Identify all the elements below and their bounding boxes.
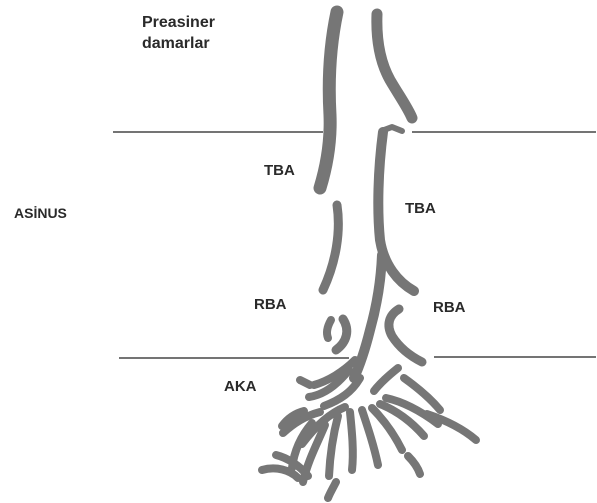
rba-right-vessel	[389, 309, 422, 362]
aka-branch	[374, 368, 398, 391]
rba-left-vessel	[336, 319, 347, 350]
aka-branch	[362, 410, 378, 465]
tba-left-label: TBA	[264, 162, 295, 180]
aka-label: AKA	[224, 378, 257, 396]
rba-right-label: RBA	[433, 299, 466, 317]
preacinar-label-line1: Preasiner	[142, 12, 215, 33]
aka-branch	[329, 416, 338, 476]
preacinar-vessel-right	[377, 14, 412, 118]
acinus-label: ASİNUS	[14, 204, 67, 222]
aka-branch	[427, 414, 476, 440]
tba-right-notch	[384, 127, 402, 131]
aka-branch	[262, 468, 298, 478]
rba-left-stub	[327, 320, 331, 338]
preacinar-vessels-label: Preasiner damarlar	[142, 12, 215, 54]
tba-left-vessel	[323, 205, 338, 290]
aka-branch	[408, 456, 420, 474]
tba-right-label: TBA	[405, 200, 436, 218]
preacinar-label-line2: damarlar	[142, 33, 215, 54]
aka-branch	[350, 412, 353, 470]
aka-branch	[300, 380, 310, 385]
preacinar-vessel-left	[320, 12, 337, 188]
rba-left-label: RBA	[254, 296, 287, 314]
aka-branch	[328, 482, 336, 498]
